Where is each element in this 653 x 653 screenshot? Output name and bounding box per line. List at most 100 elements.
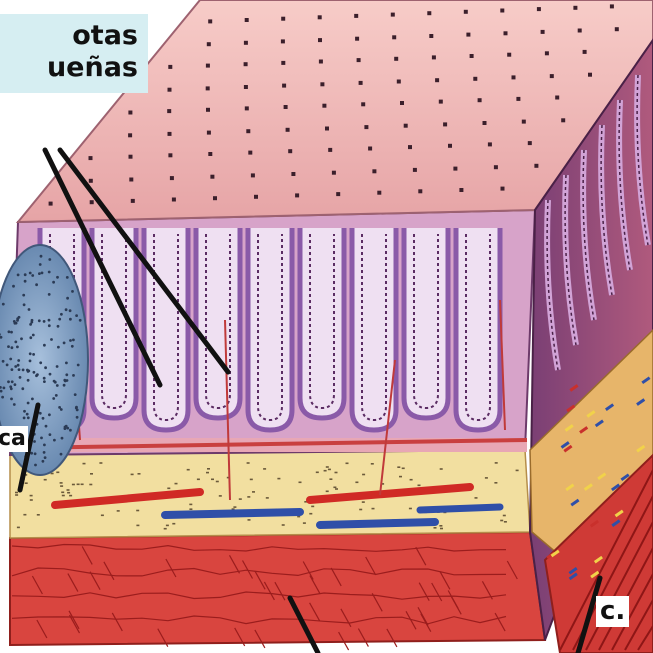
surface-dot bbox=[573, 6, 577, 10]
lymph-dot bbox=[2, 303, 5, 306]
submucosa-speck bbox=[402, 468, 405, 470]
lymph-dot bbox=[39, 263, 42, 266]
surface-dot bbox=[429, 34, 433, 38]
lymph-dot bbox=[71, 290, 74, 293]
surface-dot bbox=[453, 167, 457, 171]
lymph-dot bbox=[55, 394, 58, 397]
lymph-dot bbox=[33, 371, 36, 374]
submucosa-speck bbox=[333, 487, 336, 489]
label-glands-line2: ueñas bbox=[0, 52, 138, 84]
submucosa-speck bbox=[72, 484, 75, 486]
submucosa-speck bbox=[239, 498, 242, 500]
submucosa-speck bbox=[17, 527, 20, 529]
lymph-dot bbox=[64, 426, 67, 429]
surface-dot bbox=[464, 10, 468, 14]
submucosa-speck bbox=[77, 484, 80, 486]
blue-vessel-far bbox=[420, 507, 500, 510]
lymph-dot bbox=[72, 339, 75, 342]
lymph-dot bbox=[38, 319, 41, 322]
surface-dot bbox=[89, 179, 93, 183]
surface-dot bbox=[319, 60, 323, 64]
surface-dot bbox=[432, 55, 436, 59]
lymph-dot bbox=[57, 325, 60, 328]
surface-dot bbox=[49, 202, 53, 206]
surface-dot bbox=[488, 142, 492, 146]
submucosa-speck bbox=[299, 482, 302, 484]
submucosa-speck bbox=[15, 494, 18, 496]
lymph-dot bbox=[24, 280, 27, 283]
surface-dot bbox=[291, 172, 295, 176]
surface-dot bbox=[336, 192, 340, 196]
submucosa-speck bbox=[326, 491, 329, 493]
lymph-dot bbox=[43, 451, 46, 454]
lymph-dot bbox=[33, 440, 36, 443]
surface-dot bbox=[408, 145, 412, 149]
submucosa-speck bbox=[504, 521, 507, 523]
surface-dot bbox=[545, 51, 549, 55]
surface-dot bbox=[251, 173, 255, 177]
lymph-dot bbox=[56, 365, 59, 368]
submucosa-speck bbox=[83, 463, 86, 465]
lymph-dot bbox=[7, 380, 10, 383]
submucosa-speck bbox=[410, 479, 413, 481]
submucosa-speck bbox=[187, 469, 190, 471]
surface-dot bbox=[168, 132, 172, 136]
gland-loop bbox=[404, 228, 448, 418]
lymph-dot bbox=[43, 377, 46, 380]
lymph-dot bbox=[20, 337, 23, 340]
lymph-dot bbox=[19, 376, 22, 379]
surface-dot bbox=[473, 77, 477, 81]
submucosa-speck bbox=[90, 473, 93, 475]
lymph-dot bbox=[63, 342, 66, 345]
lymph-dot bbox=[77, 364, 80, 367]
submucosa-speck bbox=[219, 495, 222, 497]
submucosa-speck bbox=[355, 482, 358, 484]
submucosa-speck bbox=[277, 478, 280, 480]
lymph-dot bbox=[17, 274, 20, 277]
lymph-dot bbox=[66, 297, 69, 300]
surface-dot bbox=[561, 118, 565, 122]
lymph-dot bbox=[45, 425, 48, 428]
submucosa-speck bbox=[117, 510, 120, 512]
submucosa-speck bbox=[167, 488, 170, 490]
submucosa-speck bbox=[328, 469, 331, 471]
lymph-dot bbox=[29, 323, 32, 326]
lymph-dot bbox=[23, 410, 26, 413]
submucosa-speck bbox=[164, 528, 167, 530]
surface-dot bbox=[588, 73, 592, 77]
lymph-dot bbox=[48, 271, 51, 274]
lymph-dot bbox=[63, 379, 66, 382]
submucosa-speck bbox=[67, 489, 70, 491]
lymph-dot bbox=[29, 360, 32, 363]
lymph-dot bbox=[48, 324, 51, 327]
submucosa-speck bbox=[89, 484, 92, 486]
lymph-dot bbox=[44, 366, 47, 369]
submucosa-speck bbox=[136, 510, 139, 512]
surface-dot bbox=[254, 195, 258, 199]
submucosa-speck bbox=[434, 527, 437, 529]
surface-dot bbox=[610, 4, 614, 8]
submucosa-speck bbox=[172, 523, 175, 525]
surface-dot bbox=[459, 188, 463, 192]
lymph-dot bbox=[2, 360, 5, 363]
lymph-dot bbox=[74, 393, 77, 396]
surface-dot bbox=[318, 15, 322, 19]
lymph-dot bbox=[10, 387, 13, 390]
lymph-dot bbox=[23, 417, 26, 420]
submucosa-speck bbox=[56, 472, 59, 474]
lymph-dot bbox=[75, 406, 78, 409]
lymph-dot bbox=[76, 416, 79, 419]
lymph-dot bbox=[10, 398, 13, 401]
lymph-dot bbox=[52, 397, 55, 400]
submucosa-speck bbox=[362, 474, 365, 476]
lymph-dot bbox=[40, 255, 43, 258]
submucosa-speck bbox=[309, 513, 312, 515]
lymph-dot bbox=[29, 352, 32, 355]
surface-dot bbox=[325, 127, 329, 131]
surface-dot bbox=[320, 82, 324, 86]
lymph-dot bbox=[57, 346, 60, 349]
surface-dot bbox=[206, 86, 210, 90]
submucosa-speck bbox=[397, 466, 400, 468]
lymph-dot bbox=[27, 370, 30, 373]
lymph-dot bbox=[24, 273, 27, 276]
